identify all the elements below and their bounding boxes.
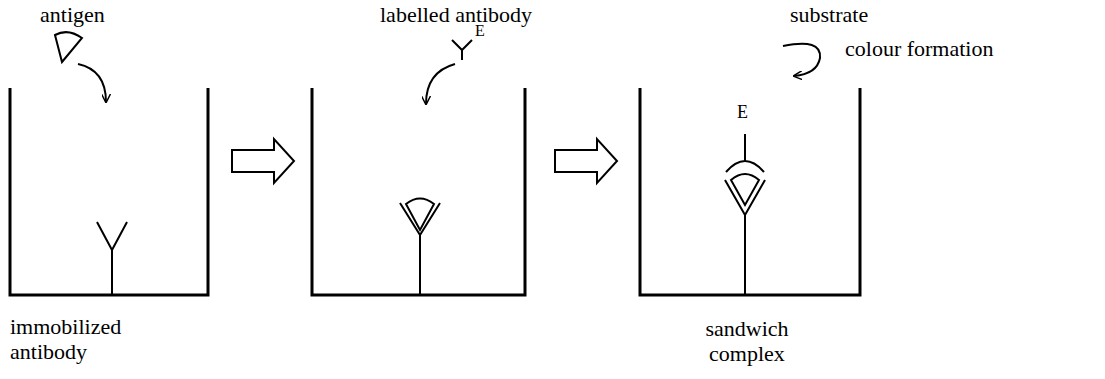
antigen-symbol <box>731 174 759 205</box>
caption-label: sandwich complex <box>672 316 822 367</box>
reaction-arrow <box>783 44 820 76</box>
antigen-symbol <box>55 32 82 62</box>
move-arrow <box>78 64 106 102</box>
step-arrow <box>555 139 617 183</box>
well <box>10 88 208 295</box>
caption-label: substrate <box>790 2 868 27</box>
antibody-symbol <box>725 180 765 295</box>
move-arrow <box>426 64 455 104</box>
antibody-symbol <box>400 203 440 295</box>
labelled-antibody-symbol <box>726 134 764 172</box>
enzyme-label: E <box>737 102 748 123</box>
caption-label: labelled antibody <box>380 2 532 27</box>
well <box>640 88 860 295</box>
step-arrow <box>232 139 294 183</box>
caption-label: antigen <box>40 2 105 27</box>
caption-label: immobilized antibody <box>10 314 150 365</box>
antigen-symbol <box>406 199 434 231</box>
well <box>312 88 525 295</box>
labelled-antibody-symbol <box>452 40 472 60</box>
antibody-symbol <box>97 222 127 295</box>
caption-label: colour formation <box>845 36 993 61</box>
enzyme-label: E <box>475 22 485 40</box>
